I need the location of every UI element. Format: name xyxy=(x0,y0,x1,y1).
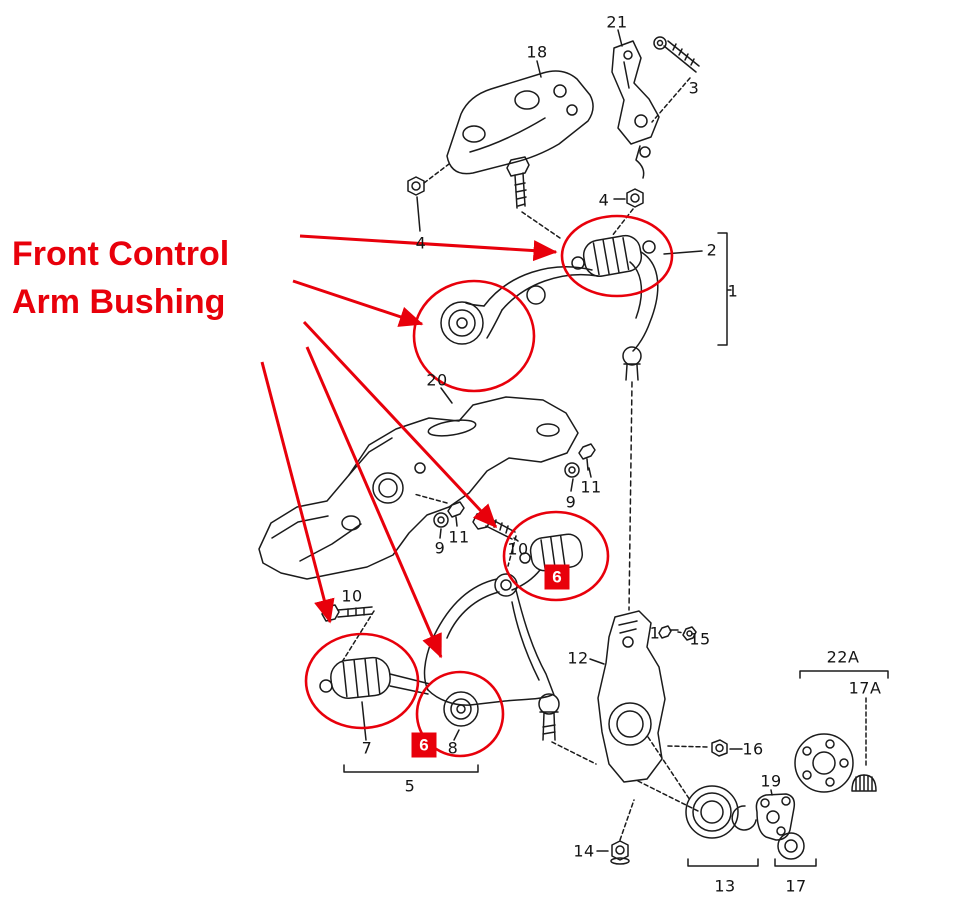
hub-17 xyxy=(774,832,817,867)
part-label-11: 11 xyxy=(448,527,470,547)
annotation-title-line1: Front Control xyxy=(12,235,230,273)
highlight-circle-upper-arm-front-bushing xyxy=(412,279,536,393)
part-label-4: 4 xyxy=(415,233,427,253)
nut-4-left xyxy=(407,163,450,232)
highlight-circle-lower-arm-front-bushing xyxy=(304,632,420,730)
part-label-9: 9 xyxy=(565,492,577,512)
part-label-19: 19 xyxy=(760,771,782,791)
part-label-1: 1 xyxy=(649,623,661,643)
part-label-21: 21 xyxy=(606,12,628,32)
part-label-9: 9 xyxy=(434,538,446,558)
ball-joint-19 xyxy=(755,789,796,841)
part-label-11: 11 xyxy=(580,477,602,497)
part-label-5: 5 xyxy=(404,776,416,796)
upper-control-arm xyxy=(440,234,659,611)
part-label-7: 7 xyxy=(361,738,373,758)
upper-mount-bracket xyxy=(446,60,594,175)
annotation-title: Front Control Arm Bushing xyxy=(12,230,229,326)
part-label-3: 3 xyxy=(688,78,700,98)
part-label-15: 15 xyxy=(689,629,711,649)
callout-lines-1-2 xyxy=(663,232,732,346)
part-label-8: 8 xyxy=(447,738,459,758)
bolt-11-washer-9-left xyxy=(413,493,465,539)
subframe xyxy=(258,387,579,580)
highlight-badge-6: 6 xyxy=(411,732,437,758)
part-label-20: 20 xyxy=(426,370,448,390)
steering-knuckle xyxy=(589,610,701,813)
nut-14 xyxy=(596,799,635,865)
annotation-arrow-5 xyxy=(305,346,443,659)
part-label-14: 14 xyxy=(573,841,595,861)
bolt-11-washer-9-right xyxy=(564,443,596,492)
highlight-circle-lower-arm-rear-bushing xyxy=(502,510,610,602)
hub-assembly-22a xyxy=(794,670,889,793)
annotation-arrow-1 xyxy=(299,234,558,262)
bolt-3 xyxy=(651,36,700,123)
part-label-13: 13 xyxy=(714,876,736,896)
part-label-4: 4 xyxy=(598,190,610,210)
wheel-bearing-13 xyxy=(685,785,759,867)
nut-16 xyxy=(667,739,743,757)
highlight-badge-6: 6 xyxy=(544,564,570,590)
annotation-arrow-2 xyxy=(292,279,424,327)
part-label-10: 10 xyxy=(507,539,529,559)
part-label-22A: 22A xyxy=(826,647,860,667)
bracket-21 xyxy=(611,29,660,179)
part-label-17A: 17A xyxy=(848,678,882,698)
part-label-17: 17 xyxy=(785,876,807,896)
annotation-title-line2: Arm Bushing xyxy=(12,283,226,321)
part-label-18: 18 xyxy=(526,42,548,62)
bracket-bolt xyxy=(506,156,561,239)
pinch-bolt-and-nut-15 xyxy=(658,625,697,641)
part-label-16: 16 xyxy=(742,739,764,759)
part-label-1: 1 xyxy=(727,281,739,301)
annotation-arrow-3 xyxy=(302,320,498,529)
nut-4-right xyxy=(611,188,644,237)
red-annotations-group xyxy=(260,214,674,758)
part-label-12: 12 xyxy=(567,648,589,668)
annotation-arrow-4 xyxy=(260,361,335,624)
part-label-2: 2 xyxy=(706,240,718,260)
highlight-circle-lower-arm-vertical-bushing xyxy=(415,670,505,758)
highlight-circle-upper-arm-rear-bushing xyxy=(560,214,674,298)
part-label-10: 10 xyxy=(341,586,363,606)
